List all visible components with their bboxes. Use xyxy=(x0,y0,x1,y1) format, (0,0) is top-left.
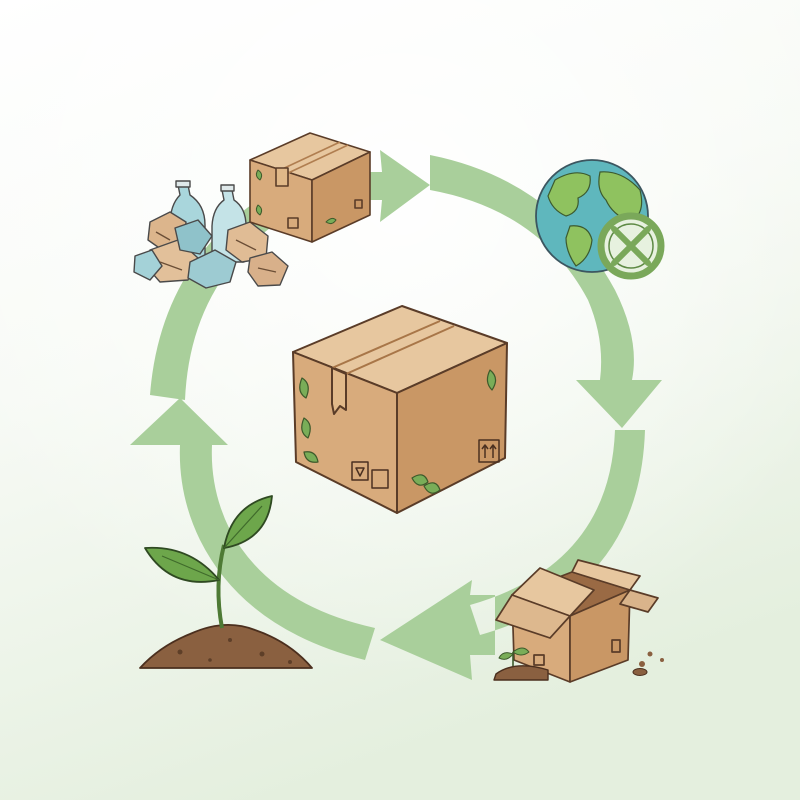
node-compostable-open-box xyxy=(493,559,664,683)
crumpled-paper-icon xyxy=(133,211,289,289)
sprout-icon xyxy=(498,647,530,668)
no-symbol-icon xyxy=(597,212,665,280)
this-way-up-icon xyxy=(478,439,500,463)
cycle-arrow-right xyxy=(430,155,662,428)
soil-mound-icon xyxy=(139,623,313,669)
cardboard-box-icon xyxy=(249,132,371,243)
soil-icon xyxy=(493,651,664,681)
cycle-arrow-left xyxy=(130,398,375,660)
cycle-arrow-bottom xyxy=(380,430,645,680)
recycle-symbol-icon xyxy=(351,461,389,489)
leaf-icon xyxy=(299,369,497,494)
node-planet-protected xyxy=(535,159,665,280)
node-waste-and-packaging xyxy=(133,132,371,289)
center-eco-cardboard-box xyxy=(292,305,508,514)
node-new-growth xyxy=(139,495,313,669)
open-box-icon xyxy=(495,559,659,683)
seedling-icon xyxy=(144,495,273,629)
